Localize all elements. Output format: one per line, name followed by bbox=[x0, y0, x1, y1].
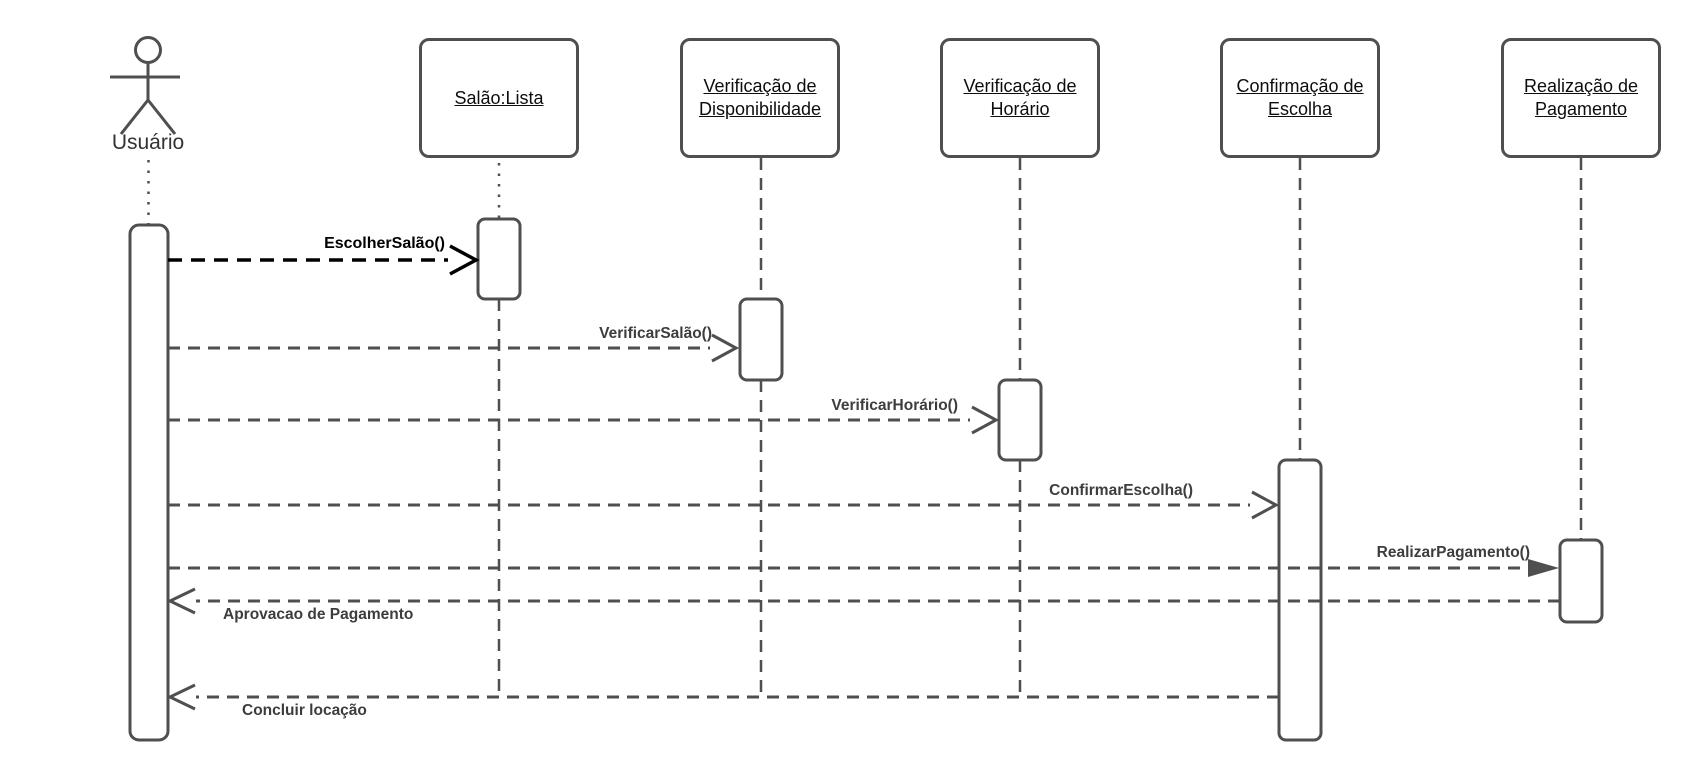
lifeline-head-verificacao-horario: Verificação de Horário bbox=[940, 38, 1100, 158]
message-arrow-verificarhorario bbox=[168, 405, 1000, 435]
message-arrow-aprovacao-pagamento bbox=[166, 587, 1560, 615]
message-label-verificarsalao: VerificarSalão() bbox=[599, 325, 712, 342]
message-label-verificarhorario: VerificarHorário() bbox=[831, 397, 958, 414]
message-label-concluir-locacao: Concluir locação bbox=[242, 702, 367, 719]
message-arrow-realizarpagamento bbox=[168, 559, 1559, 577]
lifeline-head-confirmacao-escolha: Confirmação de Escolha bbox=[1220, 38, 1380, 158]
lifeline-head-salao-lista: Salão:Lista bbox=[419, 38, 579, 158]
actor-figure bbox=[110, 36, 180, 135]
lifeline-head-label: Verificação de Disponibilidade bbox=[698, 76, 822, 119]
lifeline-head-label: Verificação de Horário bbox=[963, 76, 1077, 119]
message-label-realizarpagamento: RealizarPagamento() bbox=[1376, 544, 1530, 561]
actor-label: Usuário bbox=[111, 131, 185, 154]
message-label-aprovacao-pagamento: Aprovacao de Pagamento bbox=[223, 606, 414, 623]
message-label-escolhersalao: EscolherSalão() bbox=[324, 235, 445, 252]
message-arrow-verificarsalao bbox=[168, 333, 740, 363]
activation-verificacao-horario bbox=[997, 378, 1043, 462]
lifeline-head-label: Salão:Lista bbox=[454, 87, 544, 108]
activation-salao-lista bbox=[476, 217, 522, 301]
activation-usuario bbox=[128, 223, 170, 742]
activation-realizacao-pagamento bbox=[1558, 538, 1604, 624]
message-label-confirmarescolha: ConfirmarEscolha() bbox=[1049, 482, 1193, 499]
actor-head bbox=[134, 36, 162, 64]
lifeline-head-verificacao-disponibilidade: Verificação de Disponibilidade bbox=[680, 38, 840, 158]
message-arrow-confirmarescolha bbox=[168, 490, 1280, 520]
lifeline-head-label: Realização de Pagamento bbox=[1523, 76, 1639, 119]
message-arrow-concluir-locacao bbox=[166, 683, 1279, 711]
activation-verificacao-disponibilidade bbox=[738, 297, 784, 382]
actor-leg-left bbox=[119, 99, 150, 135]
lifeline-head-label: Confirmação de Escolha bbox=[1236, 76, 1364, 119]
actor-leg-right bbox=[146, 99, 177, 135]
lifeline-head-realizacao-pagamento: Realização de Pagamento bbox=[1501, 38, 1661, 158]
message-arrow-escolhersalao bbox=[168, 244, 480, 276]
